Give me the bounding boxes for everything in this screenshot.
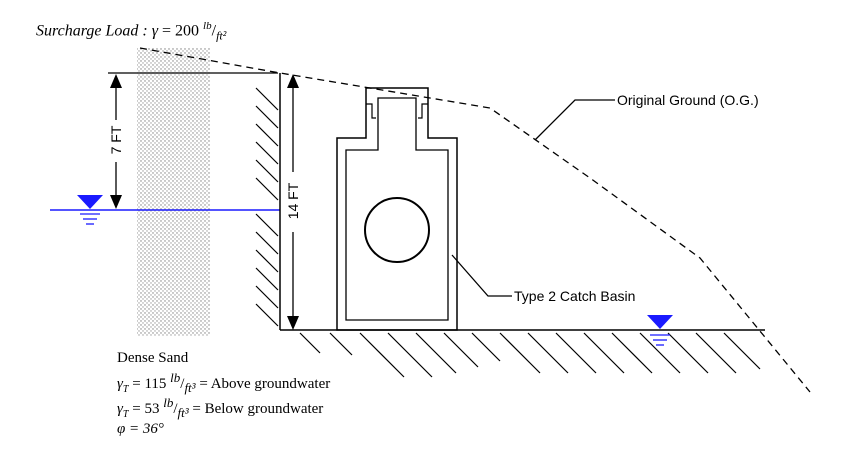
ground-hatch xyxy=(299,332,761,378)
catch-basin-label: Type 2 Catch Basin xyxy=(514,288,636,304)
basin-leader xyxy=(451,254,512,297)
original-ground-line xyxy=(139,47,811,393)
surcharge-unit-num: lb xyxy=(203,20,212,32)
water-table-symbol-left xyxy=(77,195,103,225)
surcharge-unit-den: ft² xyxy=(216,28,227,43)
soil-above-unit-den: ft³ xyxy=(184,380,196,395)
catch-basin-inner xyxy=(345,97,449,321)
soil-above-gamma: γ xyxy=(117,376,123,392)
riser-steps xyxy=(366,103,428,119)
soil-above-unit-num: lb xyxy=(170,370,181,385)
water-table-symbol-right xyxy=(647,315,673,346)
pipe-opening xyxy=(364,197,430,263)
og-leader xyxy=(534,99,615,141)
dimension-14ft-label: 14 FT xyxy=(285,182,301,220)
dimension-7ft-label: 7 FT xyxy=(108,125,124,155)
soil-below-value: = 53 xyxy=(128,401,164,417)
soil-above-value: = 115 xyxy=(128,376,171,392)
wall-hatch xyxy=(255,87,279,327)
dimension-14ft xyxy=(287,74,299,330)
surcharge-label: Surcharge Load : γ = 200 lb/ft² xyxy=(36,20,227,43)
soil-below-sub: T xyxy=(122,409,129,420)
surcharge-gamma: γ xyxy=(151,22,159,40)
soil-below-gamma: γ xyxy=(117,401,123,417)
soil-below-unit-num: lb xyxy=(163,395,174,410)
soil-below-row: γT = 53 lb/ft³ = Below groundwater xyxy=(117,395,324,420)
surcharge-value: = 200 xyxy=(158,22,204,40)
catch-basin-outer xyxy=(336,87,458,331)
soil-above-sub: T xyxy=(122,384,129,395)
soil-title: Dense Sand xyxy=(117,350,189,366)
soil-phi: φ = 36° xyxy=(117,421,164,437)
soil-above-row: γT = 115 lb/ft³ = Above groundwater xyxy=(117,370,331,395)
dimension-7ft xyxy=(110,74,122,209)
dense-sand-zone xyxy=(137,48,210,336)
soil-below-unit-den: ft³ xyxy=(177,405,189,420)
soil-above-text: = Above groundwater xyxy=(195,376,331,392)
original-ground-label: Original Ground (O.G.) xyxy=(617,92,759,108)
surcharge-text: Surcharge Load : xyxy=(36,22,152,40)
soil-below-text: = Below groundwater xyxy=(188,401,324,417)
